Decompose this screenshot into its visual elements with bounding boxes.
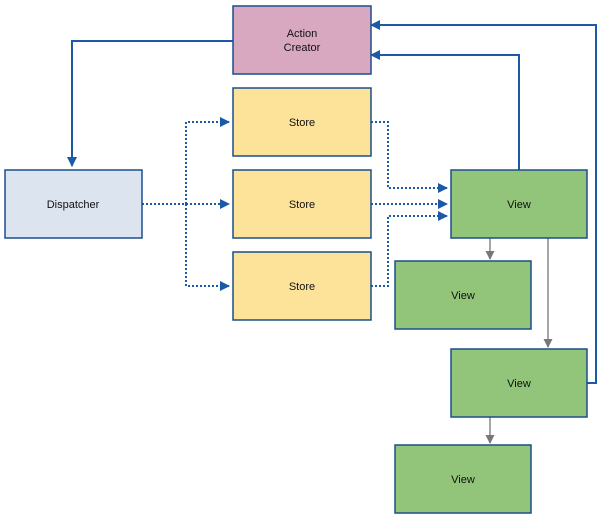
dispatcher-label: Dispatcher bbox=[47, 199, 100, 211]
action-creator-label-line2: Creator bbox=[284, 42, 321, 54]
store-node-2: Store bbox=[232, 169, 372, 239]
arrow-store-1-to-view bbox=[371, 121, 448, 193]
connectors bbox=[67, 20, 597, 444]
view-grandchild-label: View bbox=[451, 474, 475, 486]
view-node-grandchild: View bbox=[394, 444, 532, 514]
store-node-1: Store bbox=[232, 87, 372, 157]
action-creator-label-line1: Action bbox=[287, 28, 318, 40]
dispatcher-node: Dispatcher bbox=[4, 169, 143, 239]
store-3-label: Store bbox=[289, 281, 315, 293]
view-node-child-2: View bbox=[450, 348, 588, 418]
arrow-child-view-to-action-creator bbox=[370, 20, 597, 384]
view-node-child-1: View bbox=[394, 260, 532, 330]
arrow-action-to-dispatcher bbox=[67, 40, 233, 167]
action-creator-node: Action Creator bbox=[232, 5, 372, 75]
view-child-1-label: View bbox=[451, 290, 475, 302]
arrow-dispatcher-to-store-1 bbox=[142, 117, 230, 205]
store-1-label: Store bbox=[289, 117, 315, 129]
view-node-main: View bbox=[450, 169, 588, 239]
view-main-label: View bbox=[507, 199, 531, 211]
store-node-3: Store bbox=[232, 251, 372, 321]
arrow-dispatcher-to-store-3 bbox=[185, 204, 230, 291]
store-2-label: Store bbox=[289, 199, 315, 211]
arrow-store-3-to-view bbox=[371, 211, 448, 287]
view-child-2-label: View bbox=[507, 378, 531, 390]
arrow-view-to-action-creator bbox=[370, 50, 520, 170]
